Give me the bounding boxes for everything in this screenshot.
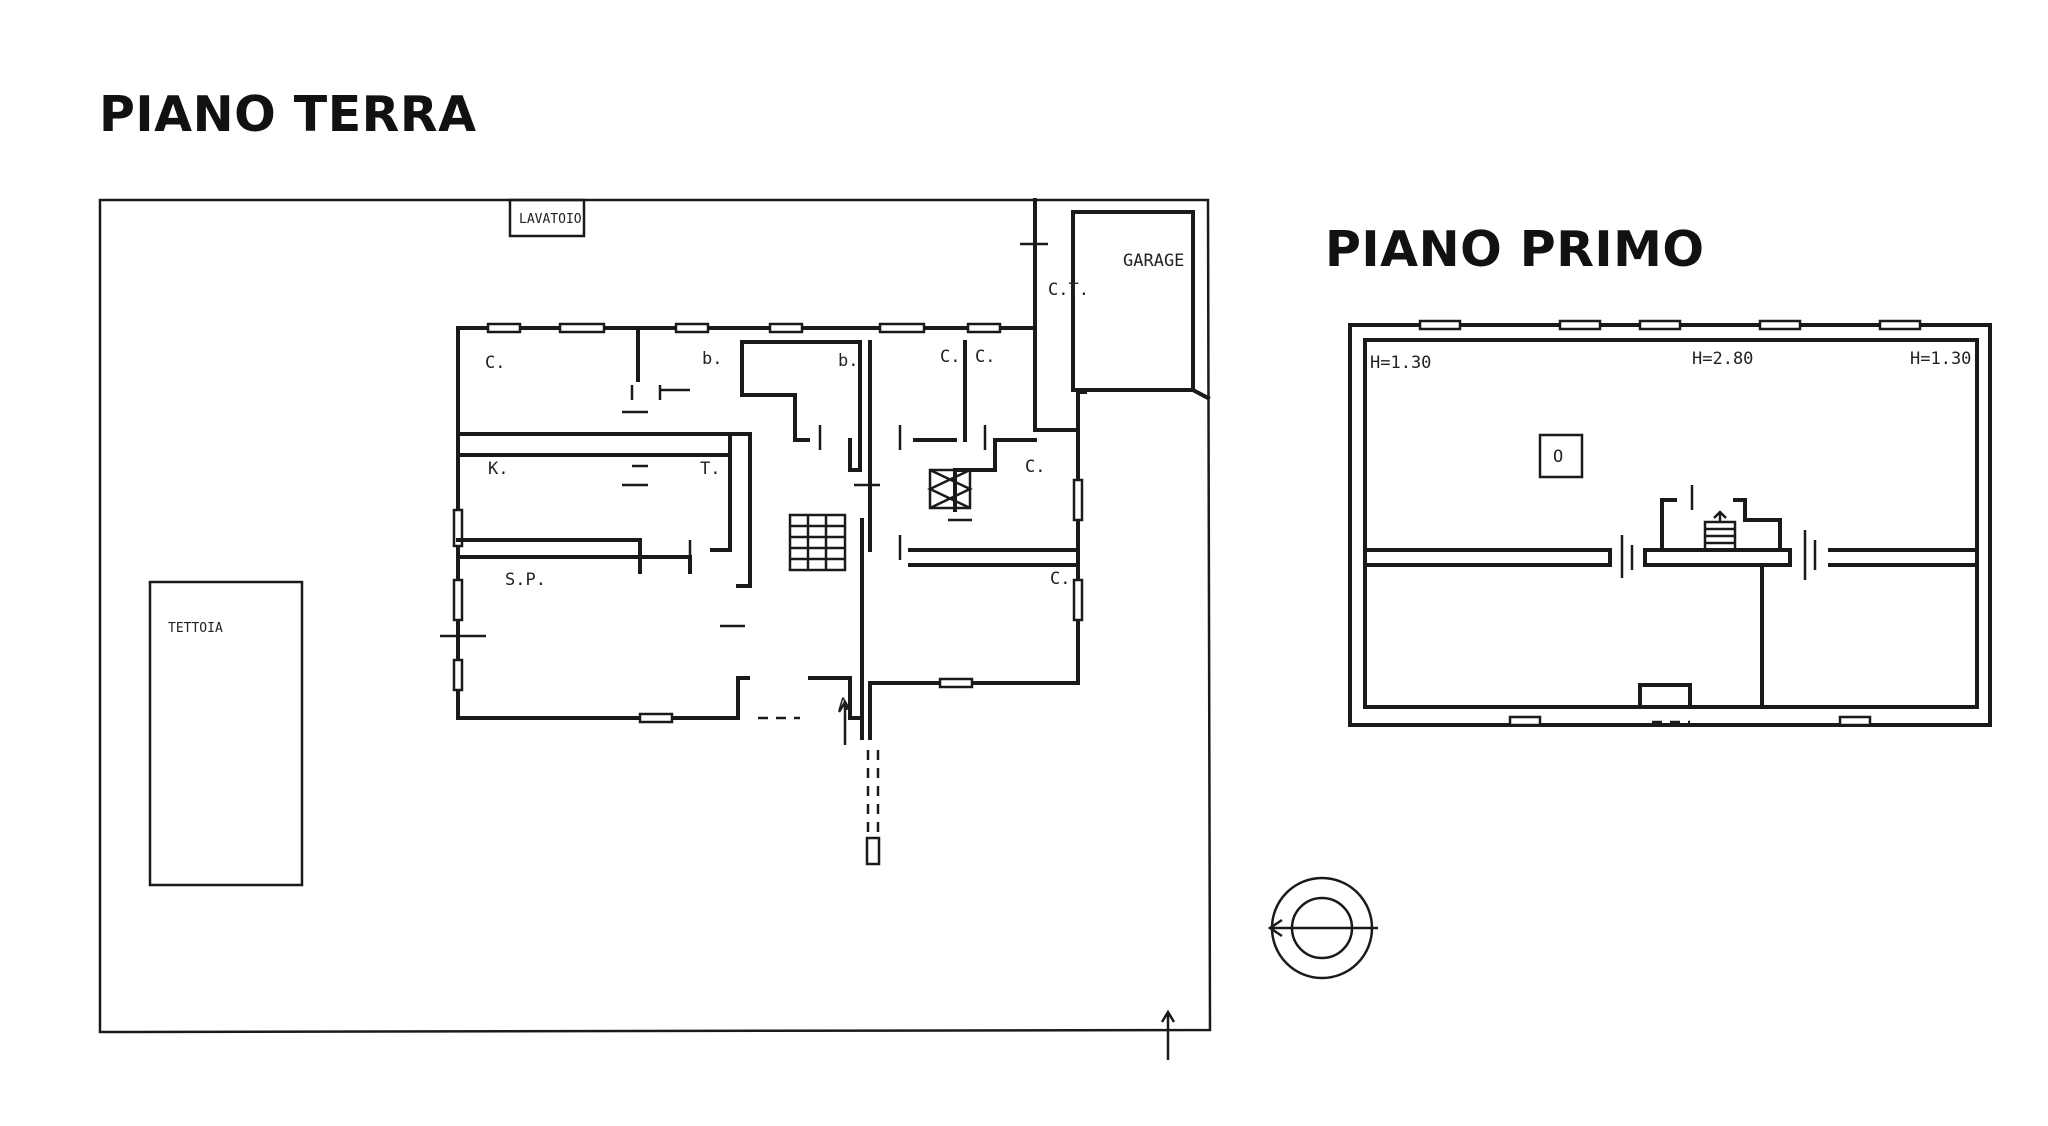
room-label-c: C. <box>940 347 960 367</box>
room-label-sp: S.P. <box>505 570 546 590</box>
window <box>1558 319 1602 331</box>
ct-label: C.T. <box>1048 280 1089 300</box>
window <box>558 322 606 334</box>
room-label-k: K. <box>488 459 508 479</box>
ground-floor-title: PIANO TERRA <box>99 86 477 143</box>
house-wall <box>808 676 864 720</box>
chimney-label: O <box>1553 447 1563 467</box>
compass-icon <box>1267 876 1378 980</box>
height-label-left: H=1.30 <box>1370 353 1431 373</box>
access-arrow <box>1160 1009 1176 1060</box>
window <box>1508 715 1542 727</box>
window <box>674 322 710 334</box>
window <box>452 658 464 692</box>
interior-wall <box>740 340 862 472</box>
window <box>878 322 926 334</box>
window <box>1418 319 1462 331</box>
window <box>638 712 674 724</box>
stair-wall <box>1733 498 1782 552</box>
fixture-cross <box>927 468 973 510</box>
corridor-wall <box>1828 548 1979 567</box>
chimney-box <box>1538 433 1584 479</box>
room-label-c: C. <box>485 353 505 373</box>
room-label-c: C. <box>1050 569 1070 589</box>
house-wall <box>456 326 1087 432</box>
window <box>452 508 464 548</box>
tettoia-label: TETTOIA <box>168 621 223 636</box>
window <box>938 677 974 689</box>
height-label-center: H=2.80 <box>1692 349 1753 369</box>
house-wall <box>868 428 1080 740</box>
garage-wall <box>1071 210 1211 401</box>
first-floor-inner-wall <box>1363 338 1979 709</box>
house-wall <box>456 326 640 720</box>
window <box>1838 715 1872 727</box>
first-floor-staircase <box>1703 510 1737 552</box>
entry-label: A <box>838 695 848 715</box>
window <box>1638 319 1682 331</box>
first-floor-plan: H=1.30 H=2.80 H=1.30 O <box>1348 319 1992 727</box>
house-wall <box>670 676 750 720</box>
corridor-wall <box>1363 548 1612 567</box>
room-label-c: C. <box>975 347 995 367</box>
window <box>1072 578 1084 622</box>
bay-wall <box>1638 683 1692 709</box>
room-label-t: T. <box>700 459 720 479</box>
interior-wall <box>953 438 997 512</box>
interior-wall <box>740 340 810 442</box>
entry-post <box>865 836 881 866</box>
first-floor-title: PIANO PRIMO <box>1325 221 1705 278</box>
window <box>1758 319 1802 331</box>
interior-wall <box>456 432 752 588</box>
window <box>768 322 804 334</box>
garage-label: GARAGE <box>1123 251 1184 271</box>
room-label-b: b. <box>702 349 722 369</box>
height-label-right: H=1.30 <box>1910 349 1971 369</box>
window <box>1072 478 1084 522</box>
window <box>966 322 1002 334</box>
lot-boundary <box>98 198 1212 1034</box>
room-label-c: C. <box>1025 457 1045 477</box>
entry-arrow <box>837 699 853 745</box>
corridor-wall <box>1643 548 1792 567</box>
first-floor-outer-wall <box>1348 323 1992 727</box>
staircase <box>788 513 847 572</box>
window <box>452 578 464 622</box>
lavatoio-label: LAVATOIO <box>519 212 582 227</box>
window <box>1878 319 1922 331</box>
window <box>486 322 522 334</box>
room-label-b: b. <box>838 351 858 371</box>
door-mark <box>1620 535 1634 578</box>
door-mark <box>658 385 690 400</box>
stair-wall <box>1660 498 1677 552</box>
lavatoio-box <box>508 198 586 238</box>
door-mark <box>1803 530 1817 580</box>
ground-floor-plan: LAVATOIO GARAGE C.T. C. b. b. C. C. K. T… <box>98 198 1212 1060</box>
tettoia-box <box>148 580 304 887</box>
